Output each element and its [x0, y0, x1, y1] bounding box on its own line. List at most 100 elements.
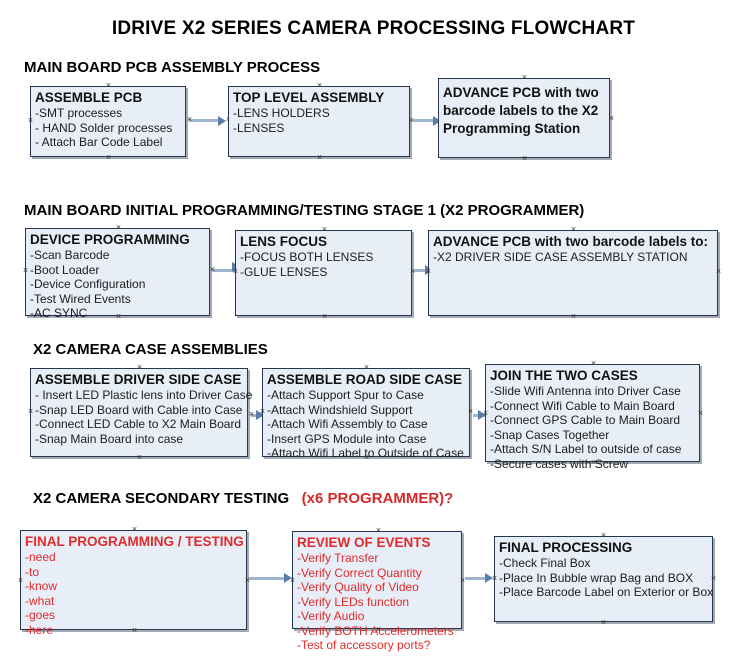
- box-line: -Connect LED Cable to X2 Main Board: [35, 417, 242, 431]
- resize-handle-bottom[interactable]: [105, 154, 112, 161]
- box-line: - Insert LED Plastic lens into Driver Ca…: [35, 388, 253, 402]
- resize-handle-bottom[interactable]: [375, 626, 382, 633]
- box-title: LENS FOCUS: [240, 234, 328, 249]
- resize-handle-bottom[interactable]: [363, 454, 370, 461]
- connector-handle[interactable]: [209, 266, 216, 273]
- section-heading-text: MAIN BOARD INITIAL PROGRAMMING/TESTING S…: [24, 202, 585, 219]
- box-line: -Attach S/N Label to outside of case: [490, 442, 682, 456]
- box-line: -SMT processes: [35, 106, 123, 120]
- resize-handle-top[interactable]: [375, 527, 382, 534]
- box-line: -Verify LEDs function: [297, 594, 410, 609]
- box-assemble-driver-side-case[interactable]: ASSEMBLE DRIVER SIDE CASE - Insert LED P…: [27, 368, 253, 457]
- box-line: -to: [25, 564, 40, 579]
- connector-handle[interactable]: [248, 411, 255, 418]
- box-line: -Snap Cases Together: [490, 427, 610, 442]
- resize-handle-bottom[interactable]: [600, 619, 607, 626]
- resize-handle-right[interactable]: [710, 575, 717, 582]
- box-line: -LENSES: [233, 120, 285, 135]
- resize-handle-left[interactable]: [259, 408, 266, 415]
- resize-handle-bottom[interactable]: [131, 627, 138, 634]
- box-line: -Boot Loader: [30, 262, 100, 277]
- resize-handle-top[interactable]: [600, 532, 607, 539]
- box-line: -Attach Windshield Support: [267, 402, 413, 417]
- resize-handle-left[interactable]: [27, 117, 34, 124]
- box-final-processing[interactable]: FINAL PROCESSING -Check Final Box -Place…: [494, 536, 713, 622]
- box-lens-focus[interactable]: LENS FOCUS -FOCUS BOTH LENSES -GLUE LENS…: [235, 230, 412, 316]
- section-heading-accent: (x6 PROGRAMMER)?: [301, 490, 454, 507]
- connector-line: [413, 119, 438, 122]
- resize-handle-top[interactable]: [131, 526, 138, 533]
- box-line: -Verify Audio: [297, 609, 365, 623]
- resize-handle-right[interactable]: [697, 410, 704, 417]
- resize-handle-top[interactable]: [105, 82, 112, 89]
- resize-handle-left[interactable]: [22, 267, 29, 274]
- resize-handle-bottom[interactable]: [115, 313, 122, 320]
- box-line: -Slide Wifi Antenna into Driver Case: [490, 384, 681, 398]
- connector-arrow-icon: [284, 573, 292, 583]
- box-line: -Insert GPS Module into Case: [267, 431, 427, 446]
- resize-handle-bottom[interactable]: [570, 313, 577, 320]
- box-line: -Snap Main Board into case: [35, 431, 184, 446]
- box-device-programming[interactable]: DEVICE PROGRAMMING -Scan Barcode -Boot L…: [22, 228, 210, 320]
- box-title: ASSEMBLE PCB: [35, 90, 143, 105]
- resize-handle-bottom[interactable]: [521, 155, 528, 162]
- box-line: -Verify Transfer: [297, 551, 379, 565]
- box-line: -Verify Quality of Video: [297, 580, 419, 594]
- section-heading-x2-camera-secondary-testing: X2 CAMERA SECONDARY TESTING (x6 PROGRAMM…: [33, 490, 453, 507]
- connector-arrow-icon: [433, 116, 441, 126]
- box-line: -Device Configuration: [30, 277, 146, 291]
- box-line: -Connect Wifi Cable to Main Board: [490, 398, 675, 413]
- resize-handle-top[interactable]: [521, 74, 528, 81]
- box-review-of-events[interactable]: REVIEW OF EVENTS -Verify Transfer -Verif…: [289, 531, 462, 652]
- resize-handle-left[interactable]: [482, 410, 489, 417]
- box-title: TOP LEVEL ASSEMBLY: [233, 90, 385, 105]
- resize-handle-bottom[interactable]: [316, 154, 323, 161]
- box-line: - HAND Solder processes: [35, 120, 173, 135]
- resize-handle-right[interactable]: [715, 268, 722, 275]
- resize-handle-bottom[interactable]: [321, 313, 328, 320]
- page-title: IDRIVE X2 SERIES CAMERA PROCESSING FLOWC…: [111, 18, 636, 39]
- resize-handle-left[interactable]: [232, 268, 239, 275]
- box-title: DEVICE PROGRAMMING: [30, 232, 190, 247]
- box-line: -LENS HOLDERS: [233, 106, 330, 120]
- resize-handle-top[interactable]: [115, 224, 122, 231]
- box-title: ASSEMBLE DRIVER SIDE CASE: [35, 372, 242, 387]
- resize-handle-top[interactable]: [136, 364, 143, 371]
- box-top-level-assembly[interactable]: TOP LEVEL ASSEMBLY -LENS HOLDERS -LENSES: [228, 86, 410, 157]
- box-line: -what: [25, 593, 55, 608]
- box-line: -FOCUS BOTH LENSES: [240, 250, 374, 264]
- box-title: FINAL PROCESSING: [499, 540, 633, 555]
- box-line: -Scan Barcode: [30, 248, 110, 262]
- box-join-the-two-cases[interactable]: JOIN THE TWO CASES -Slide Wifi Antenna i…: [482, 364, 700, 471]
- box-assemble-pcb[interactable]: ASSEMBLE PCB -SMT processes - HAND Solde…: [30, 86, 186, 157]
- connector-handle[interactable]: [186, 116, 193, 123]
- resize-handle-bottom[interactable]: [590, 459, 597, 466]
- resize-handle-left[interactable]: [289, 577, 296, 584]
- resize-handle-top[interactable]: [590, 360, 597, 367]
- box-line: -AC SYNC: [30, 306, 88, 320]
- section-heading-main-board-pcb-assembly-process: MAIN BOARD PCB ASSEMBLY PROCESS: [24, 59, 320, 76]
- box-title: ADVANCE PCB with two barcode labels to t…: [443, 85, 599, 136]
- resize-handle-top[interactable]: [321, 226, 328, 233]
- box-final-programming-testing[interactable]: FINAL PROGRAMMING / TESTING -need -to -k…: [17, 530, 247, 637]
- resize-handle-left[interactable]: [27, 408, 34, 415]
- box-advance-pcb-to-x2-programming-station[interactable]: ADVANCE PCB with two barcode labels to t…: [438, 78, 610, 158]
- connector-line: [414, 269, 430, 272]
- section-heading-text: X2 CAMERA CASE ASSEMBLIES: [33, 341, 268, 358]
- resize-handle-left[interactable]: [17, 577, 24, 584]
- section-heading-text: X2 CAMERA SECONDARY TESTING: [33, 490, 290, 507]
- box-assemble-road-side-case[interactable]: ASSEMBLE ROAD SIDE CASE -Attach Support …: [259, 368, 470, 460]
- resize-handle-left[interactable]: [425, 268, 432, 275]
- resize-handle-left[interactable]: [491, 575, 498, 582]
- box-line: -Snap LED Board with Cable into Case: [35, 402, 243, 417]
- section-heading-main-board-initial-programming: MAIN BOARD INITIAL PROGRAMMING/TESTING S…: [24, 202, 584, 219]
- resize-handle-top[interactable]: [570, 226, 577, 233]
- resize-handle-bottom[interactable]: [136, 454, 143, 461]
- resize-handle-right[interactable]: [608, 115, 615, 122]
- box-line: -Verify Correct Quantity: [297, 565, 422, 580]
- resize-handle-top[interactable]: [363, 364, 370, 371]
- box-advance-pcb-to-driver-side-case-assembly[interactable]: ADVANCE PCB with two barcode labels to: …: [428, 230, 718, 316]
- connector-line: [249, 577, 287, 580]
- resize-handle-top[interactable]: [316, 82, 323, 89]
- box-title: REVIEW OF EVENTS: [297, 535, 431, 550]
